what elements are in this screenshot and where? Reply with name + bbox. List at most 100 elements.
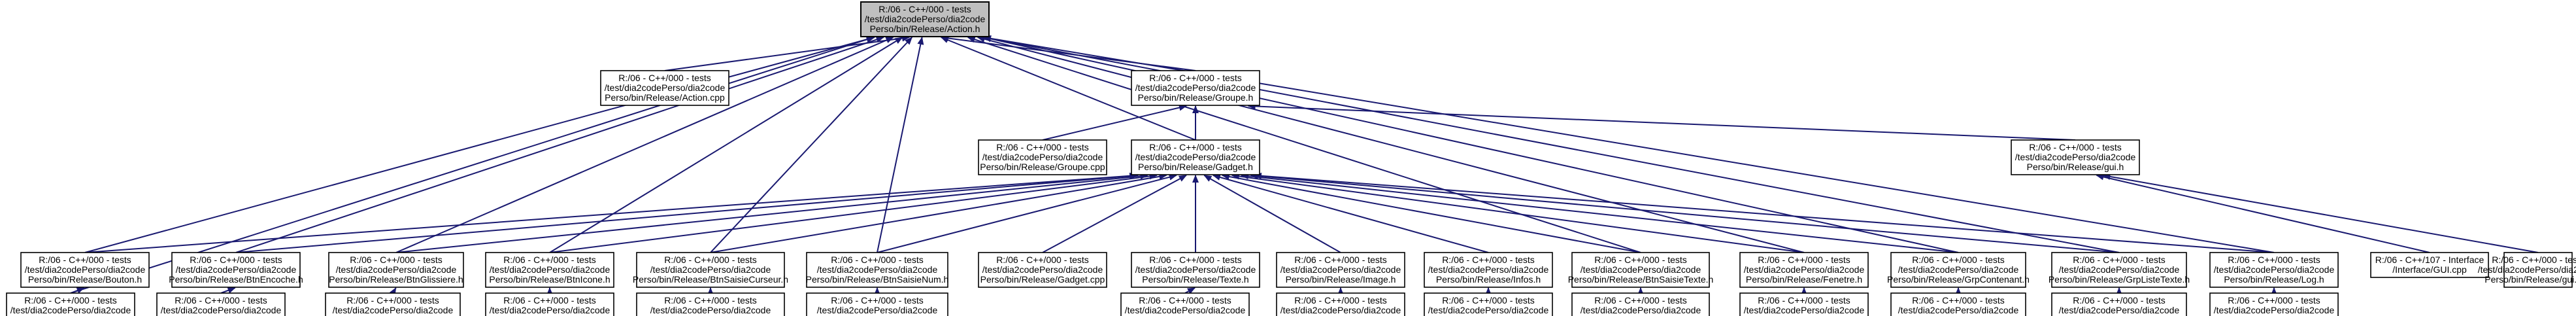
file-node-bouton-h[interactable]: R:/06 - C++/000 - tests/test/dia2codePer… [20,252,150,288]
node-label-line: /test/dia2codePerso/dia2code [650,264,771,275]
node-label-line: /test/dia2codePerso/dia2code [982,264,1103,275]
node-label-line: Perso/bin/Release/GrpContenant.h [1887,274,2030,285]
node-label: R:/06 - C++/000 - tests/test/dia2codePer… [321,295,465,316]
node-label: R:/06 - C++/000 - tests/test/dia2codePer… [1280,295,1401,316]
node-label-line: R:/06 - C++/000 - tests [1594,255,1687,265]
node-label-line: R:/06 - C++/000 - tests [1758,255,1850,265]
file-node-btnsaisienum-cpp[interactable]: R:/06 - C++/000 - tests/test/dia2codePer… [801,292,954,316]
file-node-image-h[interactable]: R:/06 - C++/000 - tests/test/dia2codePer… [1276,252,1405,288]
node-box [2011,139,2140,175]
file-node-groupe-h[interactable]: R:/06 - C++/000 - tests/test/dia2codePer… [1131,70,1260,106]
node-label-line: Perso/bin/Release/Bouton.h [28,274,142,285]
file-node-groupe-cpp[interactable]: R:/06 - C++/000 - tests/test/dia2codePer… [978,139,1107,175]
file-node-fenetre-h[interactable]: R:/06 - C++/000 - tests/test/dia2codePer… [1739,252,1869,288]
node-label-line: /test/dia2codePerso/dia2code [1135,82,1256,93]
node-label: R:/06 - C++/000 - tests/test/dia2codePer… [1135,73,1256,103]
edge-btnsaisiecurseur-h-to-action-h [710,37,913,253]
node-label-line: /test/dia2codePerso/dia2code [1744,264,1865,275]
file-node-grpcontenant-h[interactable]: R:/06 - C++/000 - tests/test/dia2codePer… [1887,252,2030,288]
node-label-line: /test/dia2codePerso/dia2code [2214,264,2335,275]
node-label: R:/06 - C++/000 - tests/test/dia2codePer… [1135,142,1256,172]
node-label-line: R:/06 - C++/000 - tests [24,295,117,306]
file-node-infos-h[interactable]: R:/06 - C++/000 - tests/test/dia2codePer… [1424,252,1553,288]
file-node-btnencoche-h[interactable]: R:/06 - C++/000 - tests/test/dia2codePer… [169,252,303,288]
node-label: R:/06 - C++/000 - tests/test/dia2codePer… [2043,295,2194,316]
node-box [1424,292,1553,316]
node-label: R:/06 - C++/000 - tests/test/dia2codePer… [1125,295,1246,316]
file-node-btnsaisietexte-h[interactable]: R:/06 - C++/000 - tests/test/dia2codePer… [1568,252,1714,288]
file-node-texte-h[interactable]: R:/06 - C++/000 - tests/test/dia2codePer… [1131,252,1260,288]
node-label-line: R:/06 - C++/000 - tests [1442,255,1535,265]
node-box [1890,252,2026,288]
file-node-gadget-cpp[interactable]: R:/06 - C++/000 - tests/test/dia2codePer… [978,252,1107,288]
node-label: R:/06 - C++/000 - tests/test/dia2codePer… [2214,295,2335,316]
file-node-btnglissiere-h[interactable]: R:/06 - C++/000 - tests/test/dia2codePer… [328,252,464,288]
node-box [1739,252,1869,288]
node-label: R:/06 - C++/000 - tests/test/dia2codePer… [2015,142,2136,172]
file-node-image-cpp[interactable]: R:/06 - C++/000 - tests/test/dia2codePer… [1276,292,1405,316]
file-node-infos-cpp[interactable]: R:/06 - C++/000 - tests/test/dia2codePer… [1424,292,1553,316]
file-node-btnencoche-cpp[interactable]: R:/06 - C++/000 - tests/test/dia2codePer… [149,292,293,316]
file-node-gui-interface-cpp[interactable]: R:/06 - C++/107 - Interface/Interface/GU… [2370,252,2489,278]
node-label-line: R:/06 - C++/000 - tests [346,295,439,306]
file-node-fenetre-cpp[interactable]: R:/06 - C++/000 - tests/test/dia2codePer… [1739,292,1869,316]
file-node-gui-cpp[interactable]: R:/06 - C++/000 - tests/test/dia2codePer… [2478,252,2576,288]
node-label: R:/06 - C++/000 - tests/test/dia2codePer… [1428,295,1549,316]
file-node-grplistetexte-h[interactable]: R:/06 - C++/000 - tests/test/dia2codePer… [2049,252,2190,288]
file-node-btnicone-h[interactable]: R:/06 - C++/000 - tests/test/dia2codePer… [485,252,614,288]
node-label-line: Perso/bin/Release/BtnIcone.cpp [484,315,615,316]
file-node-btnsaisiecurseur-h[interactable]: R:/06 - C++/000 - tests/test/dia2codePer… [633,252,788,288]
node-label-line: Perso/bin/Release/GrpListeTexte.h [2049,274,2190,285]
node-label: R:/06 - C++/000 - tests/test/dia2codePer… [8,295,132,316]
node-label: R:/06 - C++/000 - tests/test/dia2codePer… [605,73,726,103]
node-label-line: Perso/bin/Release/BtnSaisieTexte.cpp [1563,315,1718,316]
node-label: R:/06 - C++/000 - tests/test/dia2codePer… [1887,255,2030,285]
edge-grpcontenant-h-to-gadget-h [1241,173,1959,253]
file-node-btnsaisietexte-cpp[interactable]: R:/06 - C++/000 - tests/test/dia2codePer… [1563,292,1718,316]
file-node-log-cpp[interactable]: R:/06 - C++/000 - tests/test/dia2codePer… [2209,292,2339,316]
edge-gadget-h-to-action-h [940,37,1196,141]
file-node-btnsaisienum-h[interactable]: R:/06 - C++/000 - tests/test/dia2codePer… [806,252,949,288]
node-label-line: Perso/bin/Release/Infos.cpp [1431,315,1545,316]
file-node-gadget-h[interactable]: R:/06 - C++/000 - tests/test/dia2codePer… [1131,139,1260,175]
file-node-btnglissiere-cpp[interactable]: R:/06 - C++/000 - tests/test/dia2codePer… [321,292,465,316]
file-node-bouton-cpp[interactable]: R:/06 - C++/000 - tests/test/dia2codePer… [6,292,135,316]
node-label: R:/06 - C++/000 - tests/test/dia2codePer… [633,255,788,285]
node-label-line: Perso/bin/Release/Gadget.h [1138,162,1253,172]
file-node-gui-h[interactable]: R:/06 - C++/000 - tests/test/dia2codePer… [2011,139,2140,175]
file-node-action-cpp[interactable]: R:/06 - C++/000 - tests/test/dia2codePer… [600,70,729,106]
node-box [6,292,135,316]
file-node-grpcontenant-cpp[interactable]: R:/06 - C++/000 - tests/test/dia2codePer… [1882,292,2035,316]
node-box [2370,252,2489,278]
node-label-line: /test/dia2codePerso/dia2code [817,305,938,315]
node-label-line: R:/06 - C++/000 - tests [664,255,757,265]
node-label-line: /test/dia2codePerso/dia2code [161,305,282,315]
file-node-btnsaisiecurseur-cpp[interactable]: R:/06 - C++/000 - tests/test/dia2codePer… [628,292,794,316]
node-label-line: /test/dia2codePerso/dia2code [650,305,771,315]
node-label: R:/06 - C++/000 - tests/test/dia2codePer… [329,255,463,285]
edge-btnicone-h-to-gadget-h [549,173,1158,253]
edge-btnglissiere-h-to-gadget-h [395,173,1148,253]
node-box [806,252,948,288]
node-box [636,252,785,288]
file-node-grplistetexte-cpp[interactable]: R:/06 - C++/000 - tests/test/dia2codePer… [2043,292,2195,316]
node-box [978,139,1107,175]
edge-gui-cpp-to-gui-h [2102,173,2539,253]
node-box [325,292,461,316]
edge-btnglissiere-h-to-action-h [395,37,894,253]
file-node-texte-cpp[interactable]: R:/06 - C++/000 - tests/test/dia2codePer… [1120,292,1250,316]
node-box [1571,292,1710,316]
node-label-line: Perso/bin/Release/Texte.cpp [1127,315,1243,316]
node-box [156,292,286,316]
node-label-line: /test/dia2codePerso/dia2code [10,305,131,315]
edge-btnencoche-h-to-gadget-h [235,172,1139,253]
node-label-line: Perso/bin/Release/Log.cpp [2219,315,2329,316]
file-node-btnicone-cpp[interactable]: R:/06 - C++/000 - tests/test/dia2codePer… [484,292,615,316]
node-label-line: Perso/bin/Release/Image.h [1286,274,1396,285]
node-box [1890,292,2026,316]
node-box [1131,70,1260,106]
node-label-line: R:/06 - C++/000 - tests [190,255,282,265]
edge-btnsaisienum-h-to-action-h [877,37,924,253]
node-label-line: Perso/bin/Release/GrpListeTexte.cpp [2043,315,2194,316]
file-node-log-h[interactable]: R:/06 - C++/000 - tests/test/dia2codePer… [2209,252,2339,288]
